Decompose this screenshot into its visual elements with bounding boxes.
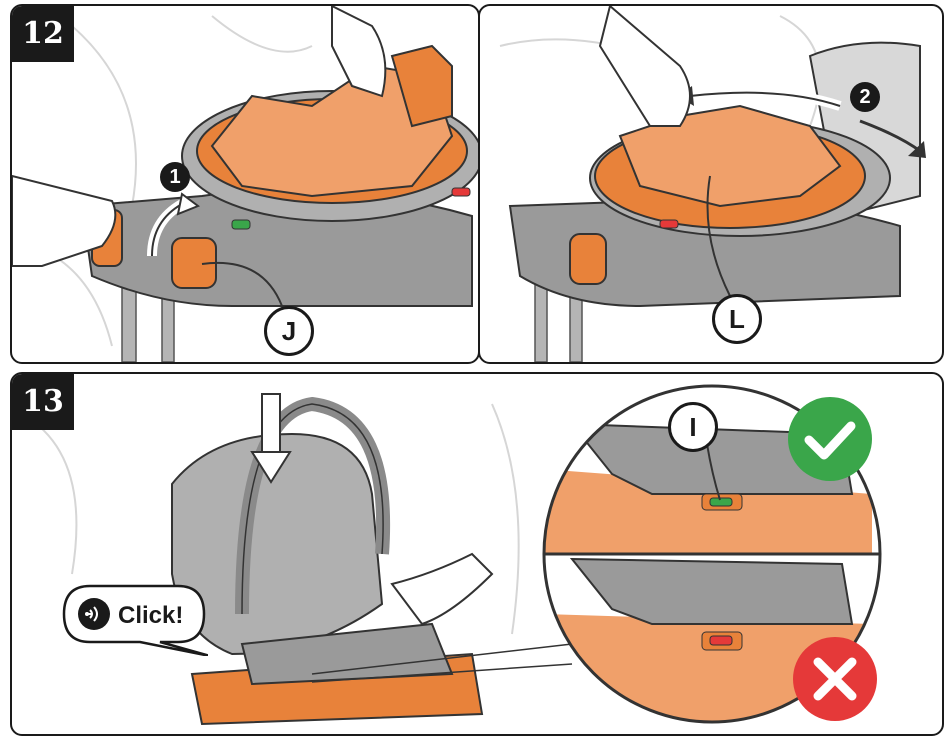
callout-j: J	[264, 306, 314, 356]
click-speech-bubble: Click!	[60, 582, 208, 656]
base-install-illustration-left	[12, 6, 478, 362]
sound-waves-icon	[85, 606, 98, 622]
panel-12-right: 2 L	[478, 4, 944, 364]
callout-i: I	[668, 402, 718, 452]
speech-bubble-shape	[62, 584, 208, 656]
step-marker-1: 1	[160, 162, 190, 192]
step-marker-2: 2	[850, 82, 880, 112]
step-number-13: 13	[12, 374, 74, 430]
click-label: Click!	[118, 602, 184, 629]
check-icon	[788, 397, 872, 481]
callout-l: L	[712, 294, 762, 344]
cross-icon	[793, 637, 877, 721]
panel-12-left: 12 1 J	[10, 4, 480, 364]
base-install-illustration-right	[499, 6, 926, 362]
step-number-12: 12	[12, 6, 74, 62]
panel-13: 13 I	[10, 372, 944, 736]
